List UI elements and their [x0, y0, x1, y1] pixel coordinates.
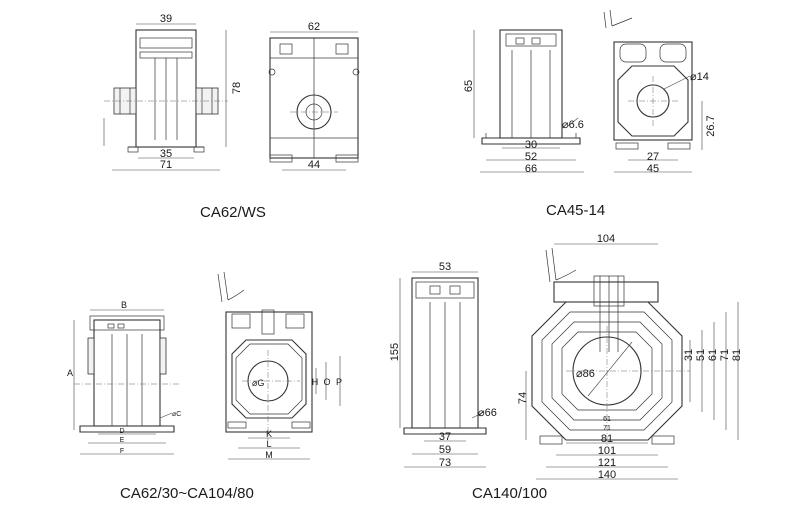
ca4514-side-d66: 66 — [525, 163, 537, 175]
ca140-front-h74: 74 — [517, 392, 529, 404]
caption-ca62ws: CA62/WS — [200, 204, 266, 221]
ca62ws-side-width-top: 39 — [160, 13, 172, 25]
ca62ws-side-height: 78 — [231, 82, 243, 94]
ca140-front-r81: 81 — [731, 349, 743, 361]
ca140-front-r51: 51 — [695, 349, 707, 361]
ca62range-side-E: E — [120, 437, 125, 444]
ca62range-front-G: ⌀G — [252, 378, 264, 388]
ca140-front-b121: 121 — [598, 457, 616, 469]
ca62range-front-O: O — [323, 377, 330, 387]
caption-ca4514: CA45-14 — [546, 202, 605, 219]
ca140-front-inner-61: 61 — [603, 416, 611, 423]
caption-ca140: CA140/100 — [472, 485, 547, 502]
ca140-front-bore: ⌀86 — [576, 368, 595, 380]
ca140-front-view: ⌀86 61 71 104 74 31 51 61 71 81 81 101 1… — [517, 233, 743, 481]
ca140-side-height: 155 — [389, 343, 401, 361]
ca4514-front-d27: 27 — [647, 151, 659, 163]
ca140-front-b81: 81 — [601, 433, 613, 445]
ca62ws-side-view: 39 78 35 71 — [103, 13, 243, 171]
ca4514-front-d45: 45 — [647, 163, 659, 175]
ca4514-side-height: 65 — [463, 80, 475, 92]
ca62ws-front-base: 44 — [308, 159, 320, 171]
ca140-front-b101: 101 — [598, 445, 616, 457]
ca62range-front-K: K — [266, 429, 272, 439]
ca140-side-view: 53 155 ⌀66 37 59 73 — [389, 261, 497, 469]
ca140-front-b140: 140 — [598, 469, 616, 481]
ca62range-front-P: P — [336, 377, 342, 387]
ca62ws-front-width-top: 62 — [308, 21, 320, 33]
ca140-side-width-top: 53 — [439, 261, 451, 273]
ca62range-side-D: D — [119, 428, 124, 435]
ca140-side-d37: 37 — [439, 431, 451, 443]
ca62ws-front-view: 62 44 — [268, 21, 360, 171]
ca140-side-hole: ⌀66 — [478, 407, 497, 419]
ca140-front-inner-71: 71 — [603, 425, 611, 432]
ca140-front-r61: 61 — [707, 349, 719, 361]
ca62range-side-F: F — [120, 448, 124, 455]
ca4514-side-hole: ⌀6.6 — [562, 119, 584, 131]
ca140-side-d73: 73 — [439, 457, 451, 469]
ca62range-side-A: A — [67, 368, 73, 378]
ca62range-front-view: ⌀G H O P K L M — [217, 271, 342, 460]
ca4514-side-view: 65 ⌀6.6 30 52 66 — [463, 29, 584, 175]
ca140-front-r31: 31 — [683, 349, 695, 361]
ca62range-front-L: L — [266, 439, 271, 449]
ca140-side-d59: 59 — [439, 444, 451, 456]
ca62range-side-C: ⌀C — [172, 411, 181, 418]
ca62range-front-M: M — [265, 450, 273, 460]
ca140-front-r71: 71 — [719, 349, 731, 361]
ca4514-side-d30: 30 — [525, 139, 537, 151]
ca62ws-side-base-inner: 35 — [160, 148, 172, 160]
ca140-front-width-top: 104 — [597, 233, 615, 245]
ca62range-side-B: B — [121, 300, 127, 310]
ca4514-front-d267: 26.7 — [705, 115, 717, 136]
ca62ws-side-base-outer: 71 — [160, 159, 172, 171]
ca4514-side-d52: 52 — [525, 151, 537, 163]
ca62range-side-view: B A ⌀C D E F — [67, 300, 181, 455]
ca62range-front-H: H — [312, 377, 319, 387]
caption-ca62range: CA62/30~CA104/80 — [120, 485, 254, 502]
ca4514-front-bore: ⌀14 — [690, 71, 709, 83]
ca4514-front-view: ⌀14 26.7 27 45 — [603, 9, 717, 175]
